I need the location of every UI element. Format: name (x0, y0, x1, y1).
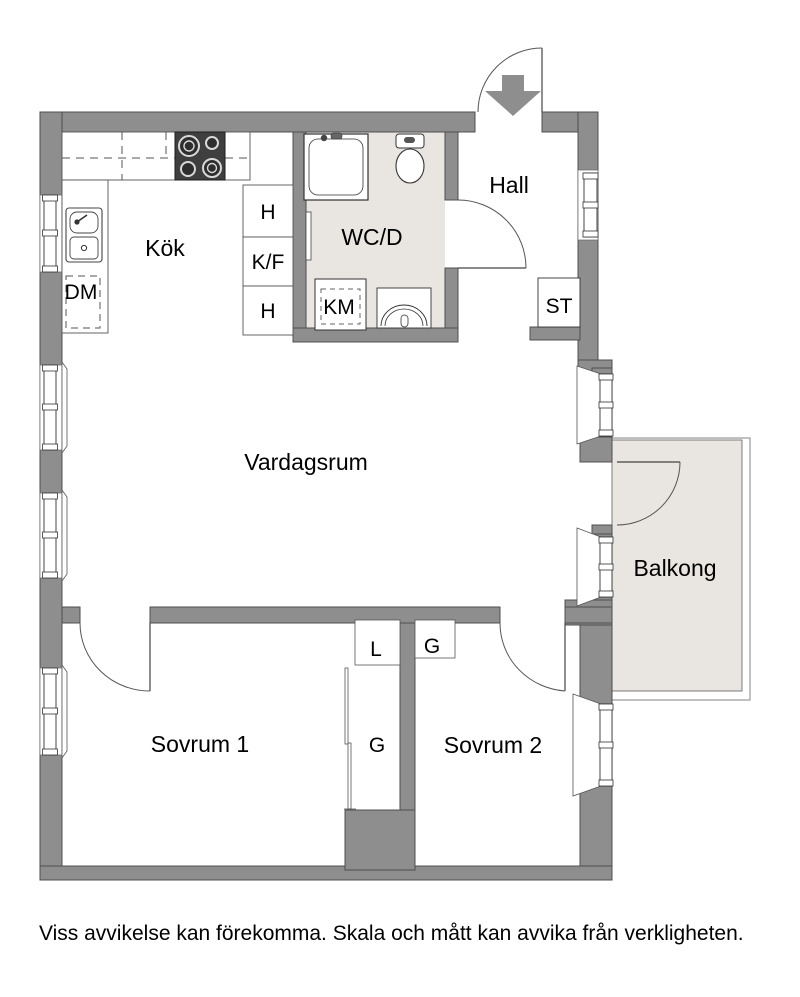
label-bathroom: WC/D (341, 224, 402, 250)
bedroom1-door (79, 622, 151, 692)
balcony-door (616, 461, 681, 526)
cabinet-h-top (242, 184, 294, 238)
bedroom1-wardrobe-doors (344, 667, 356, 810)
washing-machine (314, 278, 367, 331)
label-bedroom-2: Sovrum 2 (444, 732, 542, 758)
stove (174, 131, 226, 181)
bedroom2-window (572, 693, 614, 797)
doors (79, 47, 681, 692)
label-balcony: Balkong (633, 555, 716, 581)
label-wardrobe-bedroom2: G (424, 635, 440, 658)
dishwasher-outline (65, 275, 101, 329)
linen-closet-box (354, 619, 401, 666)
wall-bedrooms-a (61, 606, 81, 624)
kitchen-cabinet-column (242, 184, 294, 336)
livingroom-window-d (576, 527, 614, 607)
label-cabinet-top: H (260, 201, 275, 224)
entrance-arrow-icon (485, 75, 541, 116)
livingroom-window-b (39, 488, 68, 583)
washbasin (376, 287, 432, 329)
kitchen-sink (65, 207, 103, 263)
label-hall: Hall (489, 172, 529, 198)
cabinet-h-bottom (242, 285, 294, 336)
burner-icon (205, 136, 219, 150)
closets (344, 277, 581, 810)
label-fridge-freezer: K/F (252, 251, 285, 274)
bathroom-door (457, 199, 527, 269)
livingroom-window-a (39, 360, 68, 455)
wall-bottom (39, 865, 613, 881)
bathroom-shaft (305, 211, 312, 261)
hall-window (577, 169, 599, 241)
label-dishwasher: DM (65, 281, 98, 304)
wall-top-left (39, 111, 476, 133)
label-linen-closet: L (370, 638, 382, 661)
upper-cabinet-dashed-lines (62, 132, 250, 180)
burner-icon (183, 140, 195, 152)
bedroom2-wardrobe-box (414, 619, 456, 659)
toilet (395, 133, 425, 184)
entrance-door (477, 47, 543, 113)
walls (39, 111, 613, 881)
balcony-outer-frame (612, 437, 751, 701)
wall-below-wardrobe (344, 809, 416, 871)
room-labels: Kök WC/D Hall Vardagsrum Balkong Sovrum … (145, 172, 716, 758)
st-closet-box (537, 277, 581, 328)
wall-below-st-closet (529, 326, 581, 341)
bathroom-fixtures (303, 132, 432, 331)
bedroom1-window (39, 663, 68, 760)
bedroom2-door (499, 622, 566, 692)
label-living-room: Vardagsrum (244, 449, 368, 475)
wall-bathroom-hall-upper (444, 131, 459, 201)
label-cabinet-bottom: H (260, 300, 275, 323)
fixture-labels: DM H K/F H KM ST L G G (65, 201, 573, 757)
wall-bedrooms-b (149, 606, 501, 624)
wall-bedrooms-c (564, 606, 613, 624)
kitchen-fixtures (61, 131, 294, 336)
label-washing-machine: KM (323, 296, 355, 319)
burner-icon (206, 162, 218, 174)
livingroom-window-c (576, 365, 614, 445)
label-wardrobe-bedroom1: G (369, 734, 385, 757)
windows (39, 169, 614, 797)
shower (303, 132, 369, 201)
label-kitchen: Kök (145, 235, 185, 261)
label-hall-closet: ST (546, 295, 573, 318)
label-bedroom-1: Sovrum 1 (151, 731, 249, 757)
disclaimer-text: Viss avvikelse kan förekomma. Skala och … (39, 922, 744, 945)
burner-icon (180, 161, 196, 177)
